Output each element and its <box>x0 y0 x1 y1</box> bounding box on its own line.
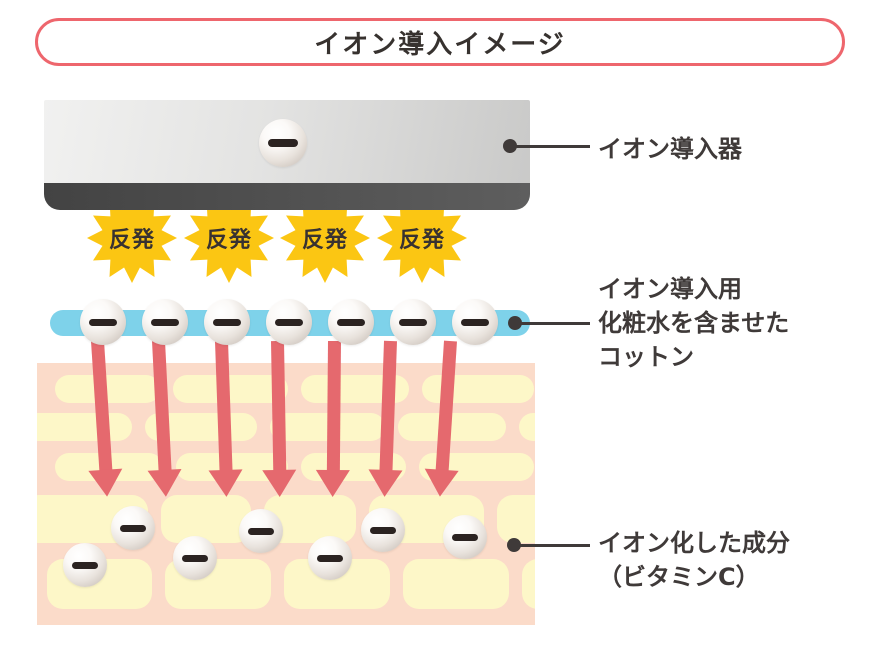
penetration-arrow <box>204 340 244 498</box>
minus-glyph <box>399 318 427 326</box>
iontophoresis-device <box>44 100 530 210</box>
skin-cell <box>497 495 535 543</box>
ionized-label-line1: イオン化した成分 <box>598 529 790 557</box>
minus-glyph <box>275 318 303 326</box>
minus-ion-icon <box>266 299 312 345</box>
penetration-arrow <box>367 340 407 498</box>
minus-glyph <box>248 527 274 535</box>
penetration-arrow <box>315 340 351 498</box>
penetration-arrow <box>260 340 297 498</box>
callout-line <box>515 322 590 325</box>
minus-ion-icon <box>204 299 250 345</box>
minus-glyph <box>370 526 396 534</box>
minus-glyph <box>337 318 365 326</box>
cotton-label-line3: コットン <box>598 343 694 371</box>
minus-glyph <box>182 554 208 562</box>
minus-ion-icon <box>239 509 283 553</box>
skin-cell <box>55 375 160 403</box>
repulsion-label: 反発 <box>108 228 155 253</box>
callout-line <box>510 145 590 148</box>
skin-cell <box>398 413 506 441</box>
repulsion-label: 反発 <box>301 228 348 253</box>
device-electrode-band <box>44 183 530 210</box>
skin-cell <box>176 453 288 481</box>
minus-glyph <box>120 524 146 532</box>
minus-ion-icon <box>259 119 307 167</box>
cotton-label-line1: イオン導入用 <box>598 275 742 303</box>
minus-ion-icon <box>361 508 405 552</box>
page-title: イオン導入イメージ <box>314 29 566 60</box>
minus-glyph <box>213 318 241 326</box>
repulsion-label: 反発 <box>205 228 252 253</box>
minus-ion-icon <box>308 536 352 580</box>
title-banner: イオン導入イメージ <box>35 18 845 66</box>
minus-ion-icon <box>443 515 487 559</box>
minus-ion-icon <box>111 506 155 550</box>
ionized-component-label: イオン化した成分 （ビタミンC） <box>598 526 790 594</box>
skin-cell-row <box>37 559 535 609</box>
minus-ion-icon <box>63 543 107 587</box>
skin-cell <box>161 495 251 543</box>
minus-glyph <box>268 139 298 147</box>
callout-line <box>514 544 590 547</box>
repulsion-label: 反発 <box>398 228 445 253</box>
ionized-label-line2: （ビタミンC） <box>598 563 760 591</box>
skin-cell <box>519 413 535 441</box>
minus-glyph <box>151 318 179 326</box>
minus-ion-icon <box>142 299 188 345</box>
device-label-text: イオン導入器 <box>598 135 742 163</box>
minus-ion-icon <box>452 299 498 345</box>
minus-ion-icon <box>80 299 126 345</box>
minus-glyph <box>72 561 98 569</box>
minus-glyph <box>461 318 489 326</box>
cotton-label: イオン導入用 化粧水を含ませた コットン <box>598 272 789 374</box>
minus-glyph <box>317 554 343 562</box>
minus-ion-icon <box>173 536 217 580</box>
skin-cell <box>173 375 288 403</box>
skin-cell <box>522 559 535 609</box>
minus-glyph <box>89 318 117 326</box>
minus-glyph <box>452 533 478 541</box>
skin-cell <box>403 559 509 609</box>
minus-ion-icon <box>328 299 374 345</box>
cotton-label-line2: 化粧水を含ませた <box>598 309 790 337</box>
minus-ion-icon <box>390 299 436 345</box>
skin-cell <box>37 413 132 441</box>
device-label: イオン導入器 <box>598 132 742 166</box>
